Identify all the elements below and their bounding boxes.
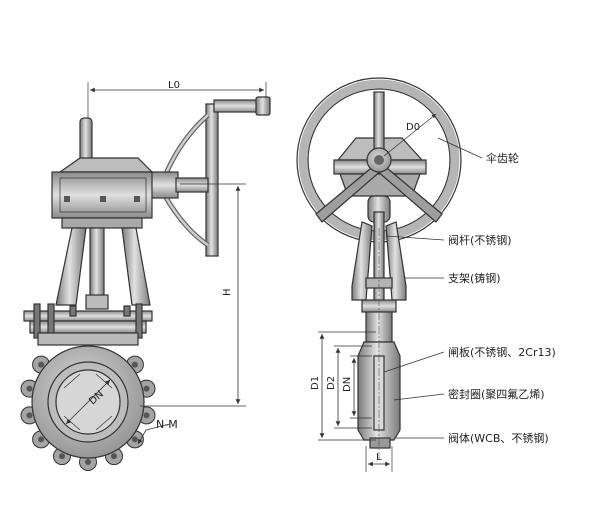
callout-stem: 阀杆(不锈钢) bbox=[448, 233, 512, 247]
bolt-hole bbox=[59, 453, 65, 460]
bolt-hole bbox=[111, 453, 117, 460]
callout-bevel-gear: 伞齿轮 bbox=[486, 151, 519, 165]
bevel-gear-housing: D0 bbox=[315, 91, 443, 223]
callout-bracket: 支架(铸钢) bbox=[448, 271, 501, 285]
h-label: H bbox=[222, 288, 233, 296]
bolt-hole bbox=[143, 385, 150, 392]
l-dimension: L bbox=[365, 446, 393, 472]
callout-body: 阀体(WCB、不锈钢) bbox=[448, 431, 549, 445]
gearbox-side-view bbox=[51, 117, 154, 229]
yoke-bracket-side-view bbox=[55, 227, 151, 310]
n-m-callout: N-M bbox=[137, 418, 178, 445]
left-view: DN N-M L0 H bbox=[20, 80, 271, 471]
part-callouts: 伞齿轮 阀杆(不锈钢) 支架(铸钢) 闸板(不锈钢、2Cr13) 密封圈(聚四氟… bbox=[383, 137, 556, 445]
bolt-hole bbox=[38, 436, 45, 443]
diameter-dimensions: D1 D2 DN bbox=[310, 331, 376, 441]
valve-body-front-view: DN bbox=[20, 345, 156, 471]
bolt-hole bbox=[131, 436, 138, 443]
right-view: D0 D bbox=[296, 77, 556, 472]
n-m-label: N-M bbox=[156, 418, 178, 431]
bolt-hole bbox=[143, 412, 150, 419]
bolt-hole bbox=[38, 361, 45, 368]
bolt-hole bbox=[26, 412, 33, 419]
handwheel-side-view bbox=[149, 96, 271, 257]
valve-body-side-view bbox=[357, 228, 401, 460]
bolt-hole bbox=[26, 385, 33, 392]
bolt-hole bbox=[85, 459, 91, 465]
l0-dimension: L0 bbox=[87, 80, 267, 118]
callout-gate: 闸板(不锈钢、2Cr13) bbox=[448, 345, 556, 359]
d2-label: D2 bbox=[326, 376, 337, 390]
d1-label: D1 bbox=[310, 376, 321, 390]
bonnet-flange bbox=[23, 303, 153, 346]
l0-label: L0 bbox=[168, 80, 180, 91]
dn-label: DN bbox=[342, 377, 353, 392]
callout-seal: 密封圈(聚四氟乙烯) bbox=[448, 387, 545, 401]
l-label: L bbox=[376, 452, 382, 463]
bolt-hole bbox=[131, 361, 138, 368]
d0-label: D0 bbox=[406, 122, 420, 133]
h-dimension: H bbox=[140, 183, 246, 407]
